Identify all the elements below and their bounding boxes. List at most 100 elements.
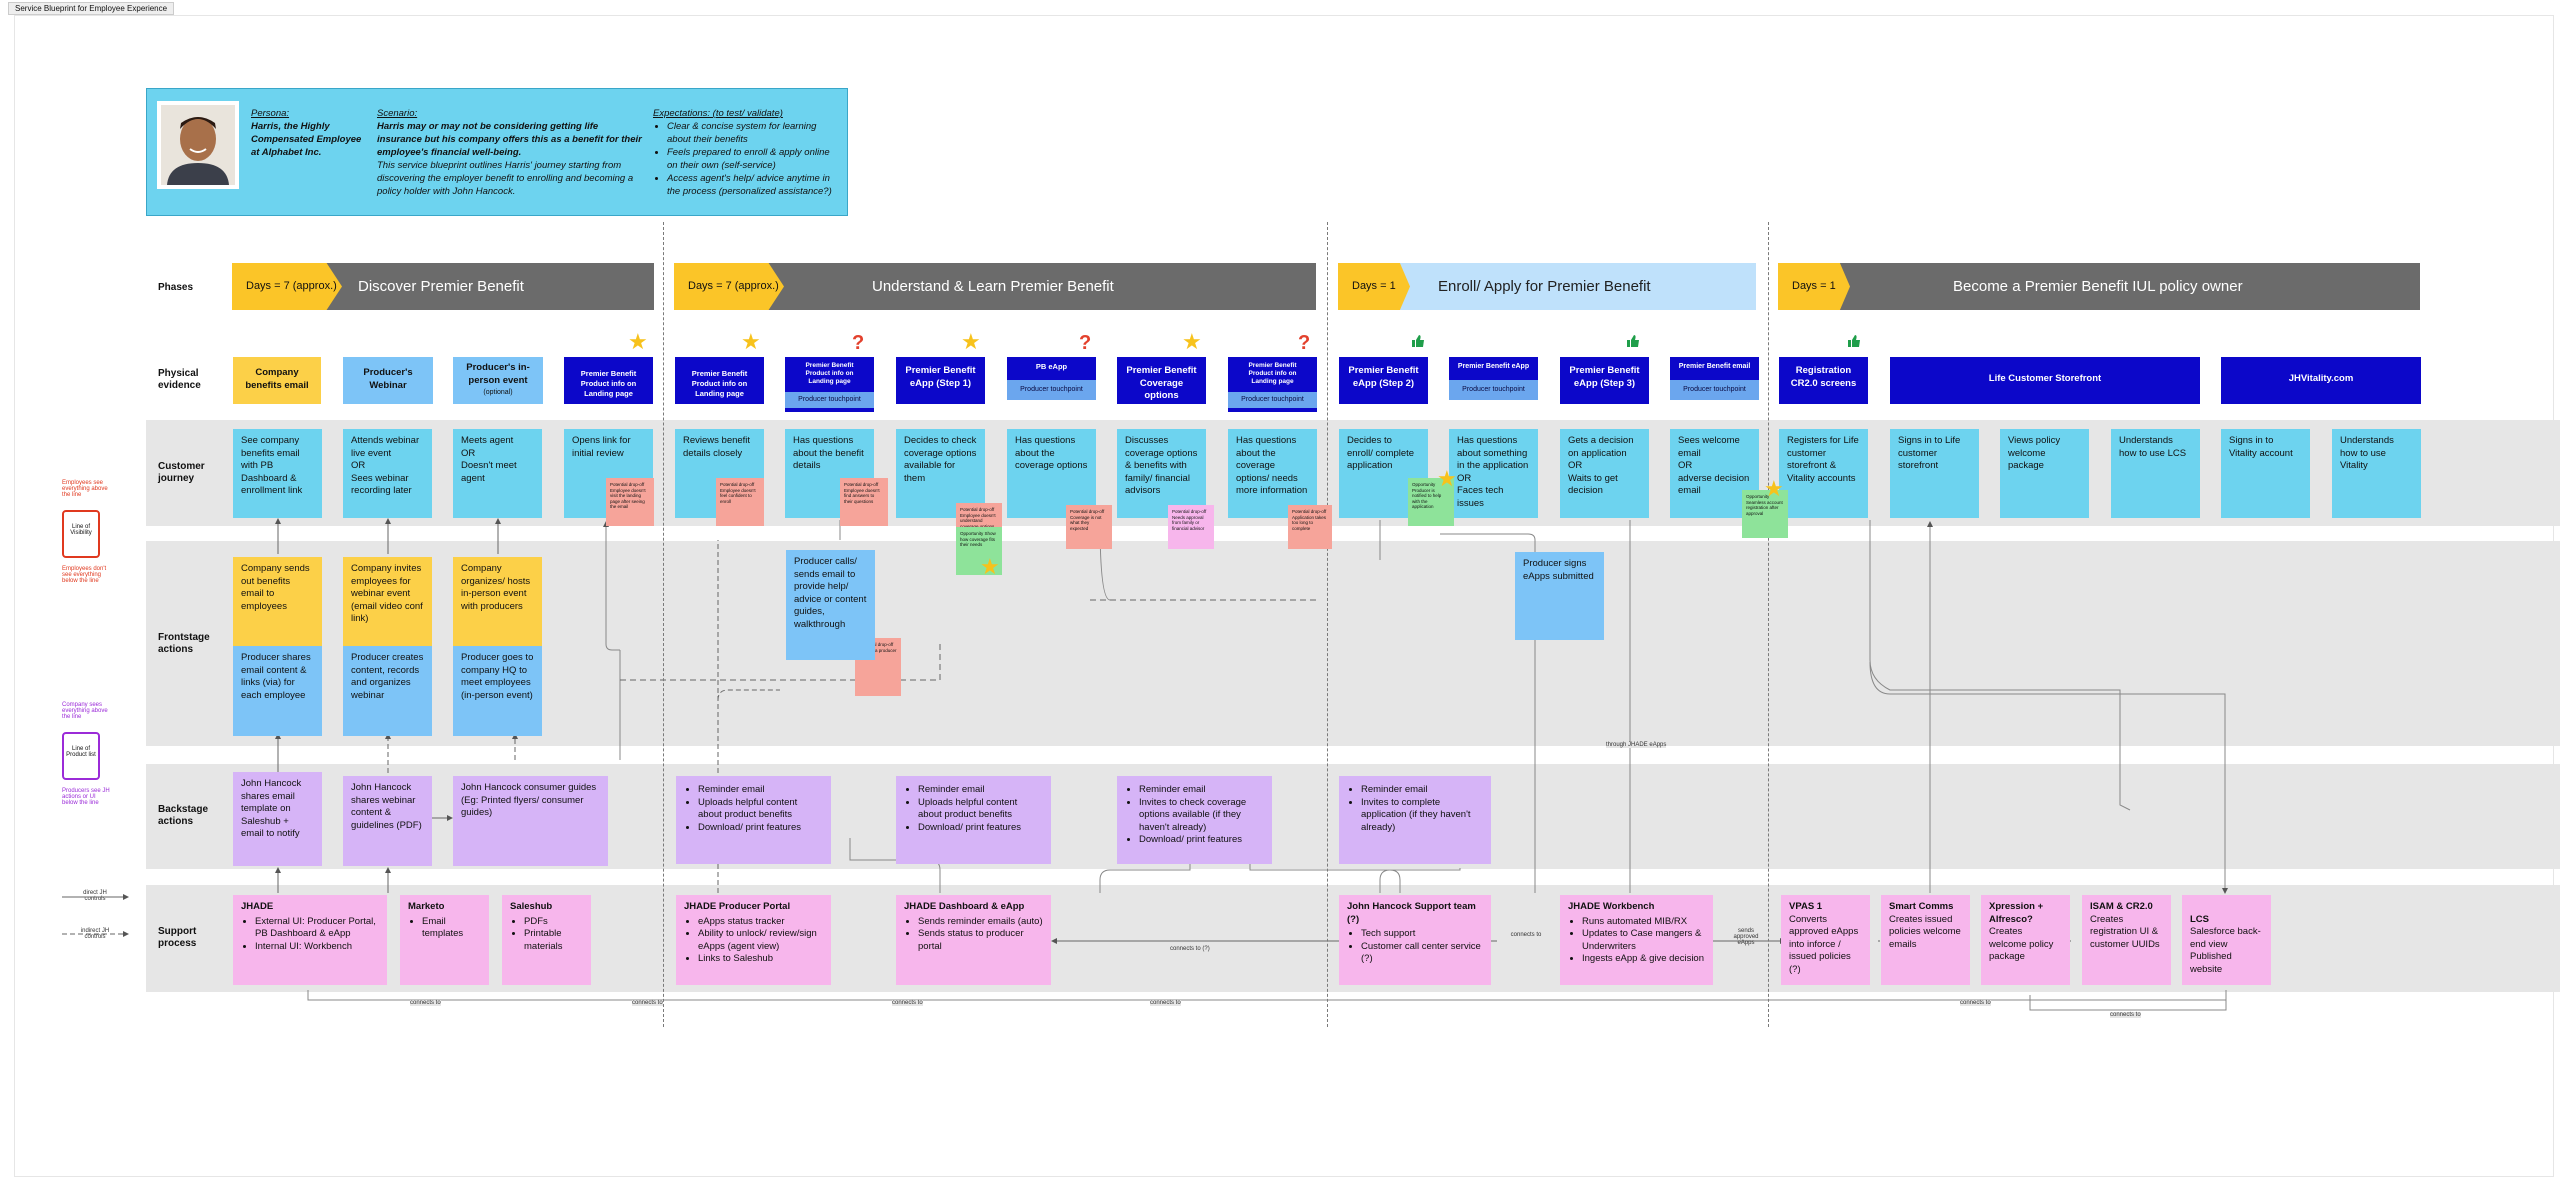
evidence-eapp-step1[interactable]: Premier Benefit eApp (Step 1) [896, 357, 985, 404]
frontstage-producer-event[interactable]: Producer goes to company HQ to meet empl… [453, 646, 542, 736]
lane-label-frontstage: Frontstage actions [158, 632, 210, 655]
journey-step[interactable]: Meets agent OR Doesn't meet agent [453, 429, 542, 518]
support-producer-portal[interactable]: JHADE Producer Portal eApps status track… [676, 895, 831, 985]
evidence-producer-event[interactable]: Producer's in-person event(optional) [453, 357, 543, 404]
evidence-landing-4[interactable]: Premier Benefit Product info on Landing … [1228, 357, 1317, 412]
evidence-jhvitality[interactable]: JHVitality.com [2221, 357, 2421, 404]
journey-step[interactable]: Signs in to Life customer storefront [1890, 429, 1979, 518]
sticky-note[interactable]: Opportunity Show how coverage fits their… [956, 527, 1002, 575]
journey-step[interactable]: Has questions about the coverage options… [1228, 429, 1317, 518]
backstage-consumer-guides[interactable]: John Hancock consumer guides (Eg: Printe… [453, 776, 608, 866]
frontstage-company-event[interactable]: Company organizes/ hosts in-person event… [453, 557, 542, 646]
tab-title[interactable]: Service Blueprint for Employee Experienc… [8, 2, 175, 15]
evidence-label: PB eApp [1035, 362, 1068, 371]
backstage-item: Download/ print features [1139, 834, 1264, 847]
frontstage-company-webinar[interactable]: Company invites employees for webinar ev… [343, 557, 432, 646]
sticky-note[interactable]: Potential drop-off Employee doesn't unde… [956, 503, 1002, 529]
phase-become-owner[interactable]: Days = 1 Become a Premier Benefit IUL po… [1778, 263, 2420, 310]
support-text: Salesforce back-end view Published websi… [2190, 926, 2261, 975]
backstage-reminders-3[interactable]: Reminder emailInvites to check coverage … [1117, 776, 1272, 864]
evidence-coverage-options[interactable]: Premier Benefit Coverage options [1117, 357, 1206, 404]
support-title: ISAM & CR2.0 [2090, 901, 2153, 912]
sticky-note[interactable]: Potential drop-off Coverage is not what … [1066, 505, 1112, 549]
expectations-heading: Expectations: (to test/ validate) [653, 108, 783, 119]
sticky-note[interactable]: Opportunity Seamless account registratio… [1742, 490, 1788, 538]
journey-step[interactable]: Understands how to use Vitality [2332, 429, 2421, 518]
phase-title: Become a Premier Benefit IUL policy owne… [1953, 278, 2243, 295]
evidence-sub: Producer touchpoint [1449, 379, 1538, 400]
backstage-reminders-4[interactable]: Reminder emailInvites to complete applic… [1339, 776, 1491, 864]
evidence-landing-2[interactable]: Premier Benefit Product info on Landing … [675, 357, 764, 404]
journey-step[interactable]: Discusses coverage options & benefits wi… [1117, 429, 1206, 518]
support-jhade-workbench[interactable]: JHADE Workbench Runs automated MIB/RXUpd… [1560, 895, 1713, 985]
phase-understand[interactable]: Days = 7 (approx.) Understand & Learn Pr… [674, 263, 1316, 310]
journey-step[interactable]: Understands how to use LCS [2111, 429, 2200, 518]
evidence-sub: Producer touchpoint [1670, 379, 1759, 400]
support-item: Runs automated MIB/RX [1582, 916, 1705, 929]
journey-step[interactable]: Has questions about the benefit details [785, 429, 874, 518]
frontstage-producer-signs[interactable]: Producer signs eApps submitted [1515, 552, 1604, 640]
support-text: Creates registration UI & customer UUIDs [2090, 913, 2160, 950]
support-jh-support-team[interactable]: John Hancock Support team (?) Tech suppo… [1339, 895, 1491, 985]
support-marketo[interactable]: Marketo Email templates [400, 895, 489, 985]
evidence-sub: Producer touchpoint [1007, 379, 1096, 400]
phase-title: Enroll/ Apply for Premier Benefit [1438, 278, 1651, 295]
journey-step[interactable]: Registers for Life customer storefront &… [1779, 429, 1868, 518]
backstage-reminders-1[interactable]: Reminder emailUploads helpful content ab… [676, 776, 831, 864]
support-title: Saleshub [510, 901, 553, 912]
support-saleshub[interactable]: Saleshub PDFsPrintable materials [502, 895, 591, 985]
evidence-label: Producer's Webinar [363, 367, 413, 391]
evidence-producer-webinar[interactable]: Producer's Webinar [343, 357, 433, 404]
frontstage-producer-email[interactable]: Producer shares email content & links (v… [233, 646, 322, 736]
sticky-note[interactable]: Potential drop-off Employee doesn't visi… [606, 478, 654, 526]
backstage-webinar-content[interactable]: John Hancock shares webinar content & gu… [343, 776, 432, 866]
evidence-eapp-step2[interactable]: Premier Benefit eApp (Step 2) [1339, 357, 1428, 404]
support-title: Smart Comms [1889, 901, 1954, 912]
question-icon: ? [1079, 332, 1092, 354]
journey-step[interactable]: See company benefits email with PB Dashb… [233, 429, 322, 518]
sticky-note[interactable]: Potential drop-off Application takes too… [1288, 505, 1332, 549]
connector-label: through JHADE eApps [1606, 742, 1667, 748]
support-xpression[interactable]: Xpression + Alfresco?Creates welcome pol… [1981, 895, 2070, 985]
journey-step[interactable]: Has questions about the coverage options [1007, 429, 1096, 518]
sticky-note[interactable]: Potential drop-off Employee doesn't feel… [716, 478, 764, 526]
frontstage-producer-webinar[interactable]: Producer creates content, records and or… [343, 646, 432, 736]
journey-step[interactable]: Signs in to Vitality account [2221, 429, 2310, 518]
evidence-label: Producer's in-person event [466, 362, 530, 386]
support-item: Ingests eApp & give decision [1582, 953, 1705, 966]
evidence-eapp-step3[interactable]: Premier Benefit eApp (Step 3) [1560, 357, 1649, 404]
phase-enroll[interactable]: Days = 1 Enroll/ Apply for Premier Benef… [1338, 263, 1756, 310]
phase-discover[interactable]: Days = 7 (approx.) Discover Premier Bene… [232, 263, 654, 310]
sticky-note[interactable]: Potential drop-off Needs approval from f… [1168, 505, 1214, 549]
support-title: Marketo [408, 901, 445, 912]
frontstage-company-email[interactable]: Company sends out benefits email to empl… [233, 557, 322, 646]
evidence-landing-3[interactable]: Premier Benefit Product info on Landing … [785, 357, 874, 412]
evidence-label: Premier Benefit eApp [1457, 363, 1530, 370]
backstage-reminders-2[interactable]: Reminder emailUploads helpful content ab… [896, 776, 1051, 864]
sticky-note[interactable]: Potential drop-off Employee doesn't find… [840, 478, 888, 526]
support-dashboard-eapp[interactable]: JHADE Dashboard & eApp Sends reminder em… [896, 895, 1051, 985]
evidence-life-storefront[interactable]: Life Customer Storefront [1890, 357, 2200, 404]
journey-step[interactable]: Gets a decision on application OR Waits … [1560, 429, 1649, 518]
support-jhade[interactable]: JHADE External UI: Producer Portal, PB D… [233, 895, 387, 985]
journey-step[interactable]: Views policy welcome package [2000, 429, 2089, 518]
evidence-company-email[interactable]: Company benefits email [233, 357, 321, 404]
journey-step[interactable]: Attends webinar live event OR Sees webin… [343, 429, 432, 518]
evidence-landing-1[interactable]: Premier Benefit Product info on Landing … [564, 357, 653, 404]
evidence-label: Company benefits email [245, 367, 309, 391]
star-icon: ★ [628, 329, 648, 354]
sticky-note[interactable]: Opportunity Producer is notified to help… [1408, 478, 1454, 526]
connector-label: connects to [632, 1000, 663, 1006]
support-text: Creates issued policies welcome emails [1889, 913, 1961, 950]
frontstage-producer-help[interactable]: Producer calls/ sends email to provide h… [786, 550, 875, 660]
backstage-email-template[interactable]: John Hancock shares email template on Sa… [233, 772, 322, 866]
evidence-registration[interactable]: Registration CR2.0 screens [1779, 357, 1868, 404]
journey-step[interactable]: Has questions about something in the app… [1449, 429, 1538, 518]
